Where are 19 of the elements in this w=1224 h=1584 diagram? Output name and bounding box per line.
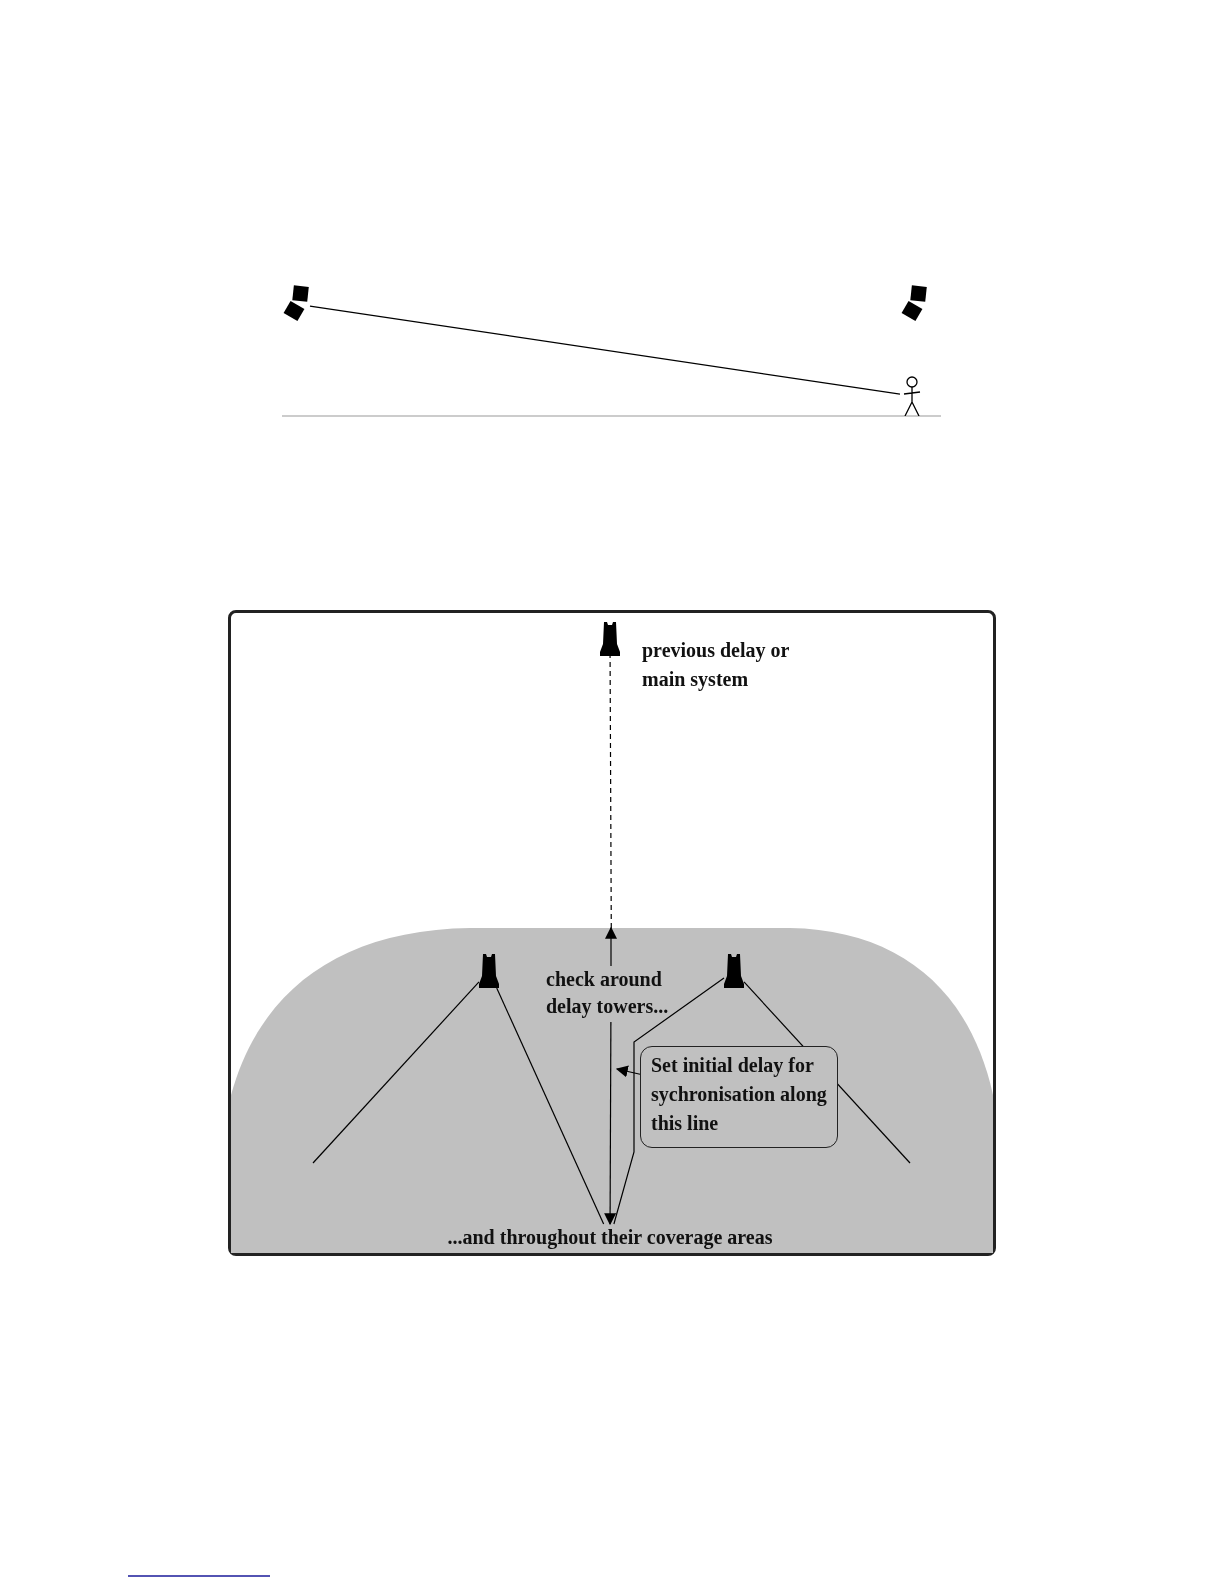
speaker-icon bbox=[479, 954, 499, 988]
coverage-area bbox=[231, 928, 993, 1253]
line bbox=[613, 977, 725, 1225]
annotation-text: check around delay towers... bbox=[540, 966, 682, 1022]
line bbox=[309, 305, 901, 395]
line bbox=[312, 981, 480, 1164]
arrow bbox=[605, 926, 617, 967]
speaker-icon bbox=[900, 284, 928, 324]
callout-box: Set initial delay for sychronisation along this line bbox=[640, 1046, 838, 1148]
arrow bbox=[615, 1065, 641, 1078]
arrow bbox=[604, 1021, 617, 1226]
speaker-label: previous delay or main system bbox=[642, 638, 791, 693]
annotation-text: ...and throughout their coverage areas bbox=[405, 1224, 815, 1252]
line bbox=[496, 987, 605, 1225]
line bbox=[743, 981, 911, 1164]
speaker-icon bbox=[600, 622, 620, 656]
speaker-icon bbox=[724, 954, 744, 988]
speaker-icon bbox=[282, 284, 310, 324]
line bbox=[609, 655, 612, 929]
